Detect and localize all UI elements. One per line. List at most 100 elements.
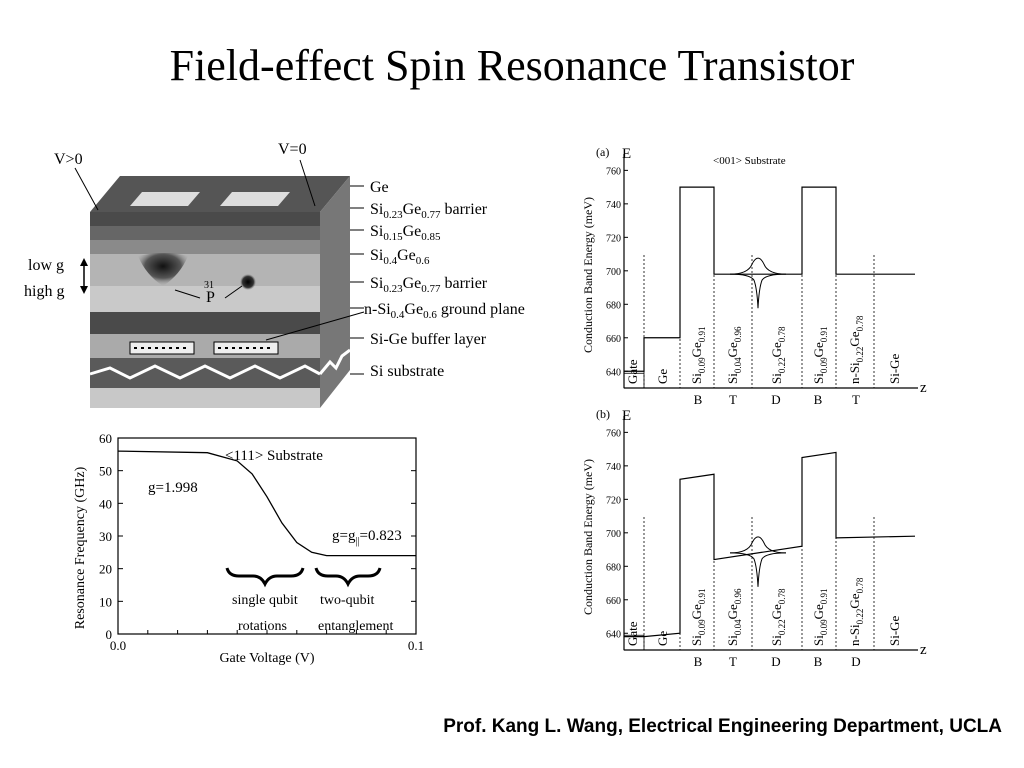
band-region-label: Si0.09Ge0.91 [689, 326, 707, 384]
res-g-high: g=1.998 [148, 480, 198, 496]
band-ytick-label: 680 [606, 300, 621, 311]
band-ylabel: Conduction Band Energy (meV) [581, 197, 595, 353]
side-zigzag [318, 348, 351, 375]
band-bottom-label: T [729, 392, 737, 407]
res-xtick-label: 0.1 [408, 638, 424, 653]
res-ytick-label: 30 [99, 529, 112, 544]
band-z-label: z [920, 380, 927, 396]
donor-label: P [206, 289, 215, 306]
band-gate-box [623, 634, 645, 651]
band-ytick-label: 760 [606, 428, 621, 439]
band-e-label: E [622, 408, 631, 424]
res-ytick-label: 50 [99, 464, 112, 479]
res-xlabel: Gate Voltage (V) [219, 651, 314, 666]
layer-barrier-bottom [90, 286, 320, 312]
band-panel-label: (b) [596, 407, 610, 421]
band-ytick-label: 700 [606, 267, 621, 278]
layer-label-4: Si0.23Ge0.77 barrier [370, 275, 488, 295]
band-bottom-label: D [851, 654, 860, 669]
band-ytick-label: 640 [606, 629, 621, 640]
brace2-line1: two-qubit [320, 593, 375, 608]
wavefunction-up [729, 536, 787, 554]
donor-mass: 31 [204, 280, 214, 291]
band-profile [624, 451, 916, 638]
band-substrate-label: <001> Substrate [713, 155, 786, 167]
band-region-label: Si-Ge [887, 615, 902, 646]
band-region-label: Si0.04Ge0.96 [725, 588, 743, 646]
donor-pointer-2 [224, 285, 243, 299]
device-side-face [320, 176, 350, 408]
donor-pointer-1 [174, 289, 201, 299]
low-g-label: low g [28, 257, 64, 274]
band-ytick-label: 660 [606, 596, 621, 607]
band-region-label: Gate [625, 359, 640, 384]
wavefunction-up [729, 257, 787, 275]
layer-ge [90, 212, 320, 226]
g-arrow-up [80, 258, 88, 266]
res-ylabel: Resonance Frequency (GHz) [73, 466, 88, 629]
res-ytick-label: 40 [99, 496, 112, 511]
brace-single-qubit [225, 567, 305, 588]
band-ytick-label: 640 [606, 367, 621, 378]
band-e-label: E [622, 146, 631, 162]
band-bottom-label: D [771, 392, 780, 407]
layer-substrate-base [90, 388, 320, 408]
band-region-label: n-Si0.22Ge0.78 [847, 315, 865, 384]
res-ytick-label: 60 [99, 431, 112, 446]
g-arrow-down [80, 286, 88, 294]
band-profile [624, 186, 915, 372]
band-bottom-label: D [771, 654, 780, 669]
band-bottom-label: T [852, 392, 860, 407]
band-bottom-label: B [694, 392, 703, 407]
device-diagram: 31 P V>0 V=0 low g high g Ge Si0.23Ge0.7… [24, 141, 525, 408]
band-ytick-label: 700 [606, 529, 621, 540]
band-region-label: Si0.09Ge0.91 [811, 588, 829, 646]
high-g-label: high g [24, 283, 64, 300]
layer-buffer [90, 334, 320, 358]
res-xticks: 0.0 0.1 [110, 630, 424, 653]
res-ytick-label: 10 [99, 594, 112, 609]
band-ytick-label: 740 [606, 200, 621, 211]
layer-label-6: Si-Ge buffer layer [370, 331, 487, 348]
band-ytick-label: 660 [606, 334, 621, 345]
substrate-zigzag [89, 364, 321, 380]
page-title: Field-effect Spin Resonance Transistor [169, 41, 855, 90]
band-ytick-label: 720 [606, 495, 621, 506]
band-region-label: Gate [625, 621, 640, 646]
layer-label-2: Si0.15Ge0.85 [370, 223, 441, 243]
band-region-label: Ge [655, 631, 670, 646]
gate-left-voltage: V>0 [54, 151, 83, 168]
layer-si015 [90, 240, 320, 254]
layer-ground-plane [90, 312, 320, 334]
band-bottom-label: T [729, 654, 737, 669]
layer-label-5: n-Si0.4Ge0.6 ground plane [364, 301, 525, 321]
brace-two-qubit [314, 567, 382, 588]
band-region-label: Si0.04Ge0.96 [725, 326, 743, 384]
band-ytick-label: 720 [606, 233, 621, 244]
band-ytick-label: 760 [606, 166, 621, 177]
band-bottom-label: B [814, 392, 823, 407]
gate-right-voltage: V=0 [278, 141, 307, 158]
layer-label-1: Si0.23Ge0.77 barrier [370, 201, 488, 221]
res-xtick-label: 0.0 [110, 638, 126, 653]
layer-label-7: Si substrate [370, 363, 444, 380]
gate-right-pointer [299, 159, 316, 207]
band-region-label: Si0.09Ge0.91 [811, 326, 829, 384]
res-ytick-label: 20 [99, 562, 112, 577]
brace2-line2: entanglement [318, 619, 394, 634]
wavefunction-down [729, 552, 787, 587]
band-ytick-label: 680 [606, 562, 621, 573]
band-bottom-label: B [814, 654, 823, 669]
band-region-label: Si0.09Ge0.91 [689, 588, 707, 646]
electron-cloud [138, 253, 188, 286]
gate-left [130, 192, 200, 206]
layer-label-3: Si0.4Ge0.6 [370, 247, 430, 267]
band-gate-box [623, 372, 645, 389]
band-region-label: Si0.22Ge0.78 [769, 326, 787, 384]
band-region-label: Si-Ge [887, 353, 902, 384]
res-curve [117, 450, 416, 557]
